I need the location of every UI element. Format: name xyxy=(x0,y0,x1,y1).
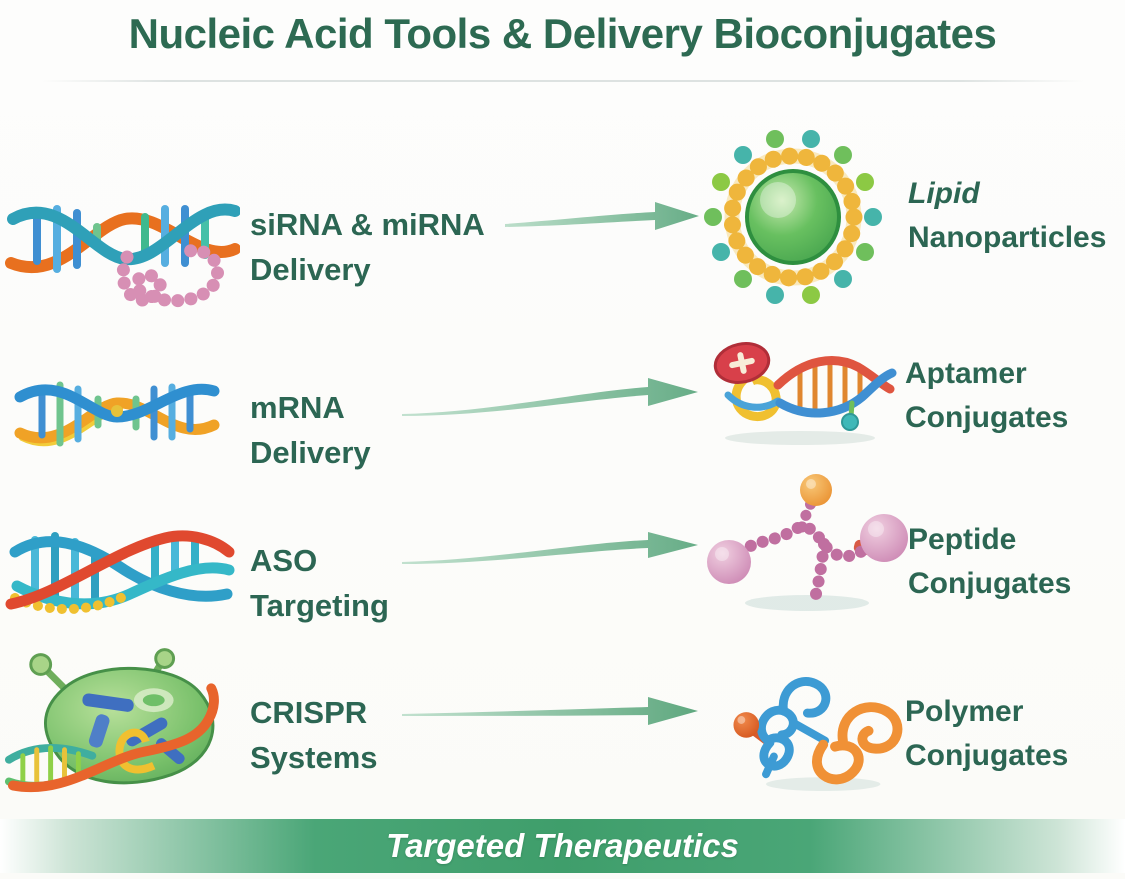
polymer-conjugate-icon xyxy=(733,677,903,791)
aptamer-conjugate-icon xyxy=(713,342,897,445)
tool-label-line1: ASO xyxy=(250,543,318,578)
tool-label-sirna-mirna: siRNA & miRNA Delivery xyxy=(250,202,485,292)
conjugate-label-line2: Conjugates xyxy=(905,739,1069,772)
tool-label-line2: Delivery xyxy=(250,435,371,470)
conjugate-label-lipid: Lipid Nanoparticles xyxy=(908,172,1106,260)
tool-label-aso: ASO Targeting xyxy=(250,538,389,628)
conjugate-label-line1: Polymer xyxy=(905,695,1024,728)
tool-label-line1: siRNA & miRNA xyxy=(250,207,485,242)
conjugate-label-peptide: Peptide Conjugates xyxy=(908,518,1071,606)
tool-label-crispr: CRISPR Systems xyxy=(250,690,378,780)
tool-label-mrna: mRNA Delivery xyxy=(250,385,371,475)
tool-label-line1: mRNA xyxy=(250,390,345,425)
banner-title: Targeted Therapeutics xyxy=(386,827,739,864)
conjugate-label-line1: Aptamer xyxy=(905,357,1027,390)
tool-label-line2: Targeting xyxy=(250,588,389,623)
arrow-right-icon xyxy=(505,202,699,230)
conjugate-label-line2: Conjugates xyxy=(905,401,1069,434)
peptide-conjugate-icon xyxy=(707,474,908,611)
tool-label-line2: Systems xyxy=(250,740,378,775)
arrow-right-icon xyxy=(402,378,698,416)
arrow-right-icon xyxy=(402,532,698,564)
sirna-mirna-helix-icon xyxy=(5,203,240,308)
tool-label-line1: CRISPR xyxy=(250,695,368,730)
targeted-therapeutics-banner: Targeted Therapeutics xyxy=(0,819,1125,873)
tool-label-line2: Delivery xyxy=(250,252,371,287)
conjugate-label-aptamer: Aptamer Conjugates xyxy=(905,352,1068,440)
conjugate-label-line2: Conjugates xyxy=(908,567,1072,600)
arrow-right-icon xyxy=(402,697,698,725)
conjugate-label-polymer: Polymer Conjugates xyxy=(905,690,1068,778)
conjugate-label-line1: Lipid xyxy=(908,177,980,210)
title-divider xyxy=(42,80,1083,82)
crispr-cas9-icon xyxy=(5,648,219,793)
aso-helix-icon xyxy=(5,530,235,615)
conjugate-label-line1: Peptide xyxy=(908,523,1017,556)
lipid-nanoparticle-icon xyxy=(704,130,882,304)
mrna-helix-icon xyxy=(14,381,220,447)
conjugate-label-line2: Nanoparticles xyxy=(908,221,1107,254)
page-title: Nucleic Acid Tools & Delivery Bioconjuga… xyxy=(128,10,997,57)
